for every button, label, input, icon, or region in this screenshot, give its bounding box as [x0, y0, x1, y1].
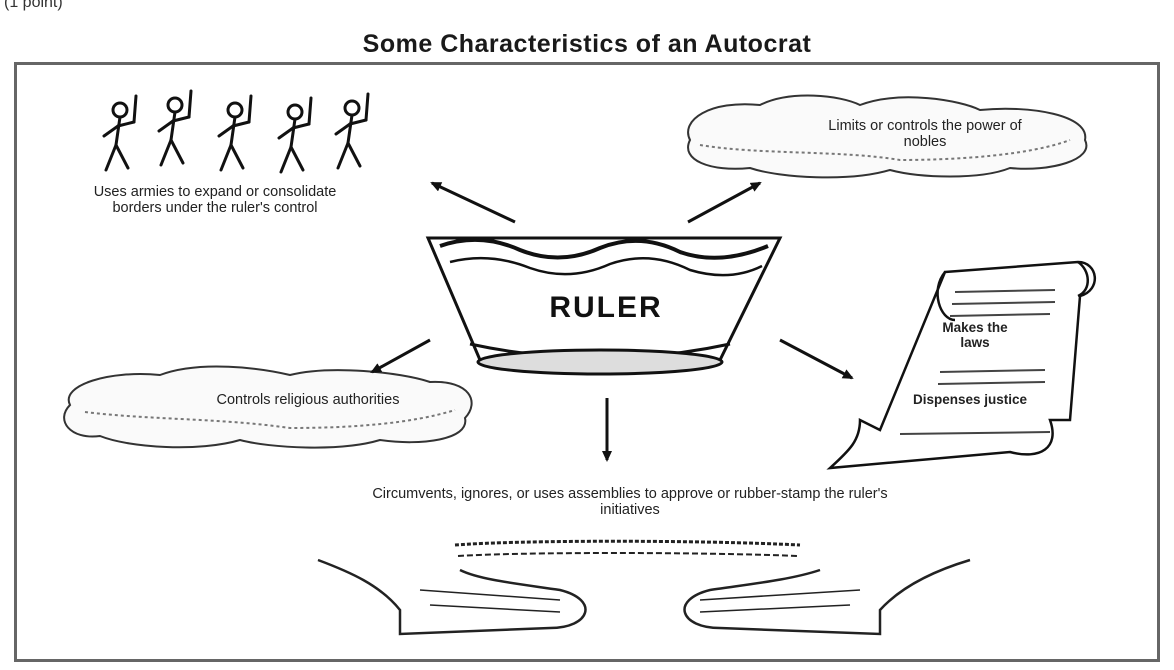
nobles-label: Limits or controls the power of nobles [810, 118, 1040, 150]
assembly-label: Circumvents, ignores, or uses assemblies… [370, 486, 890, 518]
religion-label: Controls religious authorities [208, 392, 408, 408]
arrow-to-religion [372, 340, 430, 372]
arrow-to-army [432, 183, 515, 222]
law-label: Makes the laws [935, 320, 1015, 350]
justice-label: Dispenses justice [905, 392, 1035, 407]
assembly-illustration [318, 541, 970, 634]
scroll-illustration [830, 262, 1095, 468]
soldiers-illustration [104, 91, 368, 172]
arrow-to-nobles [688, 183, 760, 222]
army-label: Uses armies to expand or consolidate bor… [70, 184, 360, 216]
arrow-to-law [780, 340, 852, 378]
ruler-label: RULER [512, 291, 700, 325]
